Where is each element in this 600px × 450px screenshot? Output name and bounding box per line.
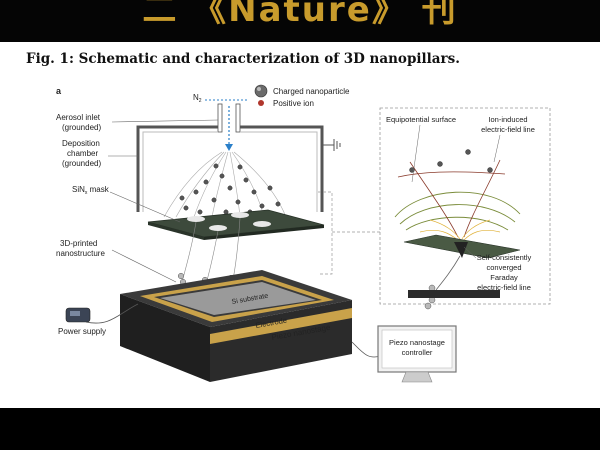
label-deposition-chamber: chamber bbox=[67, 149, 98, 158]
label-sinx-mask: SiNx mask bbox=[72, 185, 110, 196]
inset-mask-hole bbox=[454, 242, 468, 258]
label-converged: converged bbox=[486, 263, 521, 272]
figure-title: Fig. 1: Schematic and characterization o… bbox=[26, 51, 460, 67]
leader-faraday bbox=[463, 246, 477, 259]
label-faraday-field-line: electric-field line bbox=[477, 283, 531, 292]
label-ion-induced: Ion-induced bbox=[488, 115, 527, 124]
sinx-mask-edge-right bbox=[204, 225, 324, 240]
charged-particles bbox=[179, 163, 281, 215]
inset-particles bbox=[409, 149, 493, 173]
label-aerosol-inlet: Aerosol inlet bbox=[56, 113, 101, 122]
label-power-supply: Power supply bbox=[58, 327, 106, 336]
inset-box bbox=[379, 107, 551, 305]
label-ion-electric-field: electric-field line bbox=[481, 125, 535, 134]
sinx-mask-edge bbox=[148, 222, 204, 240]
bottom-band bbox=[0, 408, 600, 450]
si-substrate bbox=[160, 282, 316, 315]
inset-beam bbox=[435, 255, 461, 291]
label-faraday: Faraday bbox=[490, 273, 518, 282]
positive-ion-icon bbox=[258, 100, 264, 106]
mask-hole-4 bbox=[253, 221, 271, 227]
leader-equipotential bbox=[411, 124, 421, 183]
leader-mask bbox=[109, 191, 181, 223]
inset-connector bbox=[318, 191, 333, 275]
label-aerosol-grounded: (grounded) bbox=[62, 123, 101, 132]
stage-left-face bbox=[120, 294, 210, 382]
banner-text: 二 《Nature》 刊 bbox=[142, 0, 458, 30]
legend-charged: Charged nanoparticle bbox=[273, 87, 350, 96]
label-self-consistently: Self-consistently bbox=[477, 253, 532, 262]
charged-nanoparticle-icon bbox=[254, 84, 268, 98]
controller-cable bbox=[351, 341, 381, 358]
ion-field-lines bbox=[397, 159, 506, 238]
top-banner: 二 《Nature》 刊 bbox=[0, 0, 600, 42]
chamber-outline bbox=[136, 125, 324, 212]
controller-stand bbox=[401, 371, 433, 383]
legend-positive-ion: Positive ion bbox=[273, 99, 314, 108]
power-cable bbox=[85, 303, 139, 324]
nozzle-arrowhead bbox=[225, 144, 233, 151]
field-lines bbox=[163, 151, 287, 218]
mask-hole-3 bbox=[209, 225, 227, 231]
leader-ion bbox=[493, 134, 501, 163]
power-supply-panel bbox=[70, 311, 80, 316]
chamber-inner bbox=[142, 131, 318, 212]
controller-screen bbox=[381, 329, 453, 369]
label-equipotential: Equipotential surface bbox=[386, 115, 456, 124]
equipotential-lines bbox=[394, 191, 521, 231]
electrode-side-band bbox=[210, 308, 352, 344]
figure-panel: Fig. 1: Schematic and characterization o… bbox=[0, 42, 600, 408]
mask-hole-2 bbox=[231, 212, 249, 218]
label-deposition-grounded: (grounded) bbox=[62, 159, 101, 168]
mask-hole-1 bbox=[187, 216, 205, 222]
label-controller-2: controller bbox=[402, 348, 433, 357]
schematic-diagram: a N2 Charged nanoparticle Positive ion A… bbox=[56, 84, 551, 383]
label-deposition: Deposition bbox=[62, 139, 100, 148]
label-controller-1: Piezo nanostage bbox=[389, 338, 445, 347]
n2-label: N2 bbox=[193, 93, 202, 104]
charged-nanoparticle-highlight bbox=[257, 87, 261, 91]
label-3d-printed: 3D-printed bbox=[60, 239, 97, 248]
leader-nanostructure bbox=[111, 249, 177, 283]
panel-label: a bbox=[56, 86, 62, 96]
nozzle-right-wall bbox=[235, 103, 241, 133]
leader-aerosol bbox=[111, 119, 219, 123]
nozzle-left-wall bbox=[217, 103, 223, 133]
label-nanostructure: nanostructure bbox=[56, 249, 105, 258]
inset-substrate bbox=[408, 290, 500, 298]
